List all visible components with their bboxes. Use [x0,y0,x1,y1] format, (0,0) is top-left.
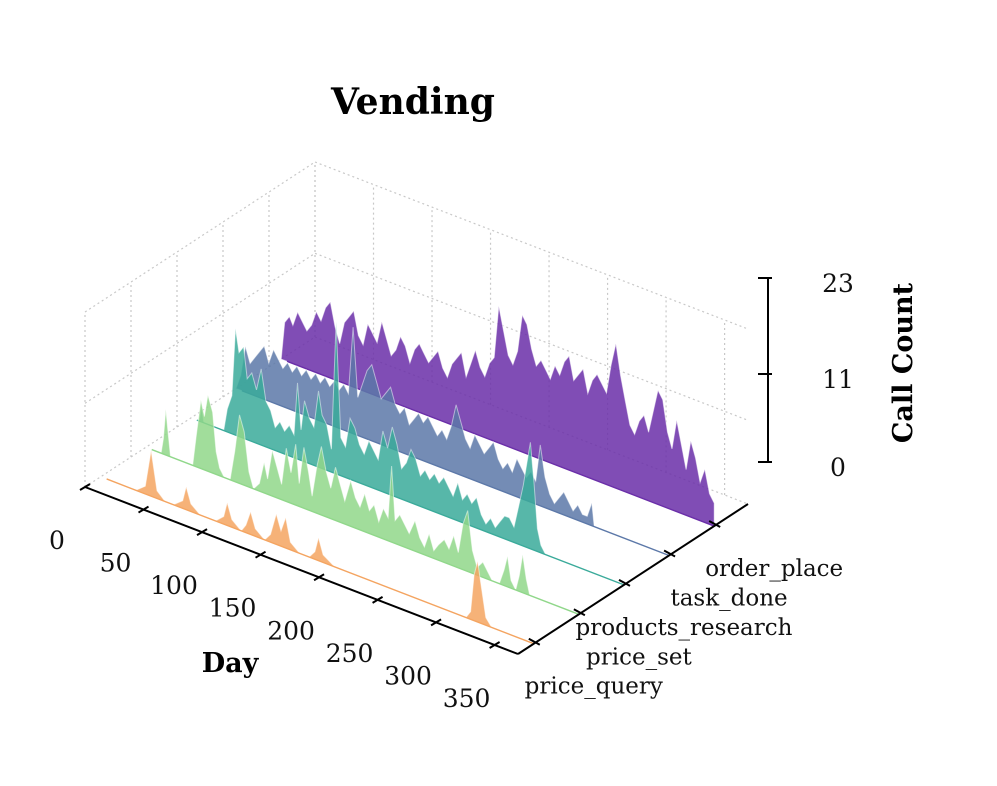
series-order-place-area [280,300,715,527]
x-tick-label: 100 [150,571,198,600]
series-price-set-area [160,394,580,615]
x-tick-label: 250 [326,639,374,668]
series-task-done-baseline [241,390,670,557]
grid-line-side-z [84,336,316,488]
axes [79,277,772,655]
grid [84,161,749,505]
x-tick-label: 150 [209,594,257,623]
grid-line-side-z [84,161,316,313]
z-tick-labels: 0 11 23 [822,269,854,482]
series-order-place-baseline [286,360,715,527]
z-tick-label: 23 [822,269,854,298]
depth-tick-mark [663,549,676,558]
x-tick-labels: 0 50 100 150 200 250 300 350 [49,526,490,713]
category-label-order-place: order_place [705,556,843,582]
category-label-products-research: products_research [576,615,793,641]
z-tick-label: 0 [830,453,846,482]
z-tick-label: 11 [822,365,854,394]
depth-tick-mark [708,520,721,528]
x-tick-label: 300 [384,661,432,690]
x-tick-mark [430,618,442,627]
category-label-price-query: price_query [525,674,663,700]
x-tick-mark [79,483,91,491]
chart-title: Vending [330,81,495,123]
x-tick-label: 0 [49,526,65,555]
z-axis-label: Call Count [888,282,919,443]
x-axis-line [84,486,519,655]
series-layer [106,300,715,645]
series-price-set-baseline [151,448,580,615]
x-tick-mark [196,528,208,536]
depth-tick-mark [528,637,541,646]
depth-tick-mark [573,608,586,617]
x-tick-mark [255,550,267,559]
grid-line-side-z [84,252,316,404]
x-tick-label: 200 [267,616,315,645]
x-axis-label: Day [202,648,260,679]
depth-tick-mark [618,579,631,587]
series-products-research-baseline [196,419,625,586]
category-label-task-done: task_done [670,585,787,611]
category-label-price-set: price_set [586,644,692,670]
category-labels: price_query price_set products_research tas… [525,556,843,700]
depth-axis-line [517,503,749,655]
series-products-research-area [198,321,625,586]
x-tick-label: 350 [443,684,491,713]
series-task-done-area [235,327,670,556]
series-price-query-baseline [106,478,535,645]
x-tick-mark [489,641,501,649]
x-tick-mark [372,595,384,604]
grid-line-back-z [314,252,749,421]
x-tick-mark [137,505,150,514]
x-tick-mark [313,573,325,582]
series-price-query-area [124,450,534,645]
x-tick-label: 50 [100,549,132,578]
grid-line-back-z [314,161,749,330]
